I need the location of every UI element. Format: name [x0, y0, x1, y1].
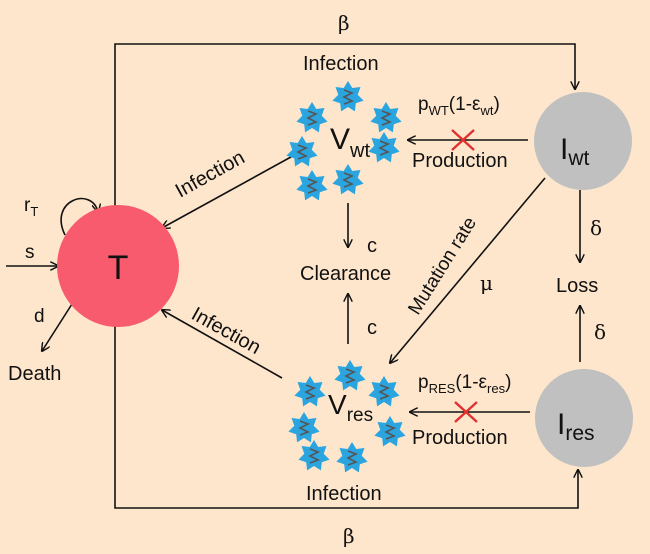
virion-icon	[294, 376, 326, 407]
infection-label-top: Infection	[303, 53, 379, 75]
infection-arrow-wt	[162, 151, 301, 228]
virion-cluster-res	[288, 360, 406, 473]
infected-res-label: Ires	[557, 408, 595, 445]
clearance-label: Clearance	[300, 263, 391, 285]
virion-icon	[332, 164, 364, 195]
infected-wt-label: Iwt	[560, 133, 590, 170]
virion-icon	[286, 136, 318, 167]
clearance-rate-wt: c	[367, 235, 377, 257]
death-label: Death	[8, 363, 61, 385]
infection-path-top	[114, 43, 575, 235]
proliferation-label: rT	[24, 195, 38, 219]
production-label-res: Production	[412, 427, 508, 449]
infection-label-wt: Infection	[172, 146, 249, 202]
virus-res-label: Vres	[328, 389, 373, 426]
mutation-rate-label: Mutation rate	[404, 213, 481, 318]
loss-rate-res: δ	[594, 320, 606, 344]
production-label-wt: Production	[412, 150, 508, 172]
virus-wt-label: Vwt	[330, 123, 370, 162]
virion-cluster-wt	[286, 81, 402, 201]
mutation-mu-label: μ	[480, 271, 493, 295]
virion-icon	[296, 102, 328, 133]
infection-label-bottom: Infection	[306, 483, 382, 505]
block-cross-res	[454, 401, 478, 423]
mutation-arrow	[390, 177, 546, 363]
loss-rate-wt: δ	[590, 216, 602, 240]
virion-icon	[368, 376, 400, 407]
target-cell-node	[57, 205, 179, 327]
death-rate-label: d	[34, 306, 45, 327]
beta-label-top: β	[338, 11, 350, 35]
clearance-rate-res: c	[367, 317, 377, 339]
virion-icon	[296, 170, 328, 201]
infection-arrow-res	[162, 310, 283, 379]
production-rate-wt: pWT(1-εwt)	[418, 94, 500, 118]
death-arrow	[42, 303, 73, 351]
virion-icon	[298, 440, 330, 471]
virion-icon	[334, 360, 366, 391]
loss-label: Loss	[556, 275, 598, 297]
beta-label-bottom: β	[343, 524, 355, 548]
virion-icon	[368, 132, 400, 163]
infected-res-node	[535, 369, 633, 467]
production-rate-res: pRES(1-εres)	[418, 372, 511, 396]
virion-icon	[332, 81, 364, 112]
virion-icon	[374, 416, 406, 447]
infected-wt-node	[534, 92, 632, 190]
infection-path-bottom	[114, 325, 578, 509]
block-cross-wt	[451, 129, 475, 151]
source-label: s	[25, 242, 35, 263]
virion-icon	[288, 412, 320, 443]
virion-icon	[336, 442, 368, 473]
target-cell-label: T	[108, 249, 129, 287]
virion-icon	[370, 102, 402, 133]
proliferation-loop	[60, 197, 98, 236]
